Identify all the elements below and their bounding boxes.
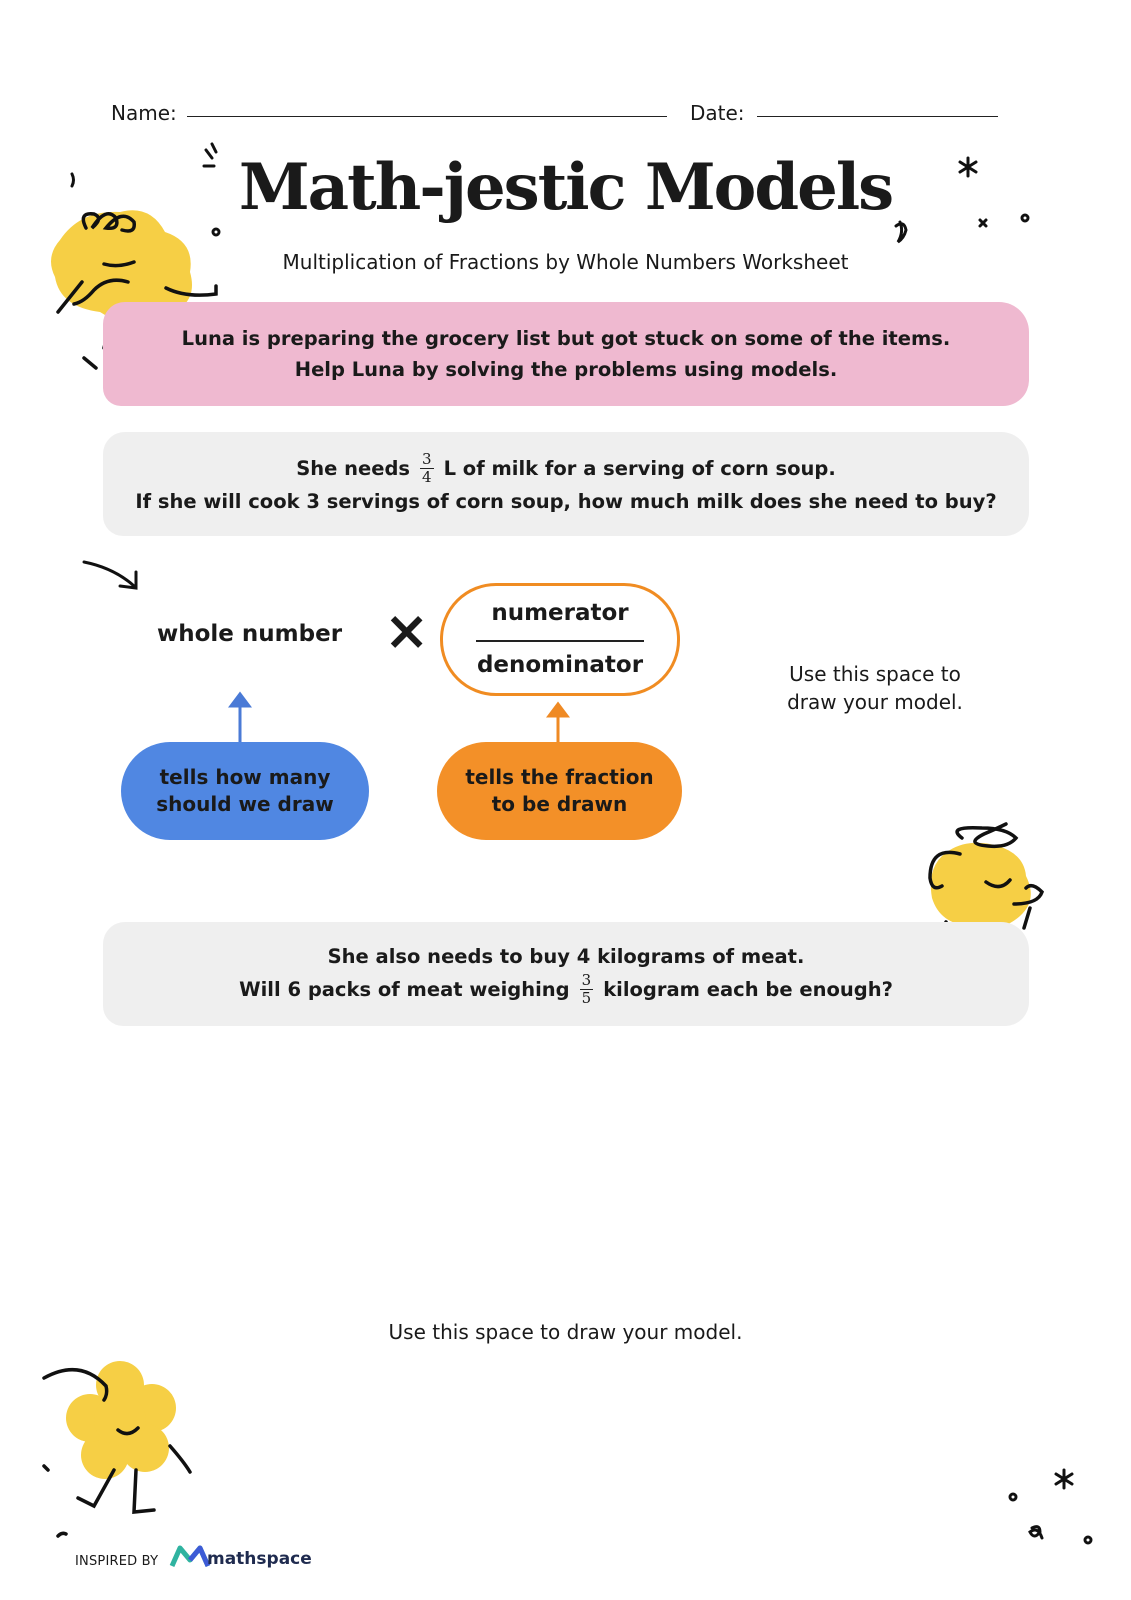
fraction-numerator: 3 — [420, 450, 434, 469]
draw-space-1-label[interactable]: Use this space to draw your model. — [760, 660, 990, 716]
fraction-hint-line-1: tells the fraction — [465, 765, 654, 789]
whole-number-hint-line-2: should we draw — [156, 792, 334, 816]
whole-number-hint: tells how many should we draw — [121, 742, 369, 840]
fraction-hint-line-2: to be drawn — [491, 792, 628, 816]
fraction-hint: tells the fraction to be drawn — [437, 742, 682, 840]
problem-2-box: She also needs to buy 4 kilograms of mea… — [103, 922, 1029, 1026]
intro-line-2: Help Luna by solving the problems using … — [294, 358, 838, 381]
problem-1-line-1: She needs 3 4 L of milk for a serving of… — [296, 451, 836, 486]
problem-1-text-before: She needs — [296, 457, 411, 480]
numerator-label: numerator — [491, 600, 629, 626]
problem-2-line-1: She also needs to buy 4 kilograms of mea… — [327, 945, 805, 968]
problem-2-line-2: Will 6 packs of meat weighing 3 5 kilogr… — [239, 972, 893, 1007]
name-line[interactable] — [187, 116, 667, 117]
name-label: Name: — [111, 101, 177, 125]
blue-up-arrow-icon — [228, 691, 252, 742]
problem-2-text-before: Will 6 packs of meat weighing — [239, 978, 570, 1001]
fraction-denominator: 4 — [422, 468, 432, 486]
problem-1-line-2: If she will cook 3 servings of corn soup… — [135, 490, 997, 513]
problem-1-box: She needs 3 4 L of milk for a serving of… — [103, 432, 1029, 536]
intro-line-1: Luna is preparing the grocery list but g… — [181, 327, 951, 350]
mascot-bottom-left — [42, 1361, 192, 1538]
whole-number-hint-line-1: tells how many — [159, 765, 331, 789]
problem-2-text-after: kilogram each be enough? — [603, 978, 893, 1001]
draw-space-1-line-1: Use this space to — [789, 662, 961, 686]
footer-brand: mathspace — [207, 1549, 312, 1569]
fraction-denominator: 5 — [581, 989, 592, 1007]
sparkle-icon — [70, 142, 1030, 244]
intro-banner: Luna is preparing the grocery list but g… — [103, 302, 1029, 406]
denominator-label: denominator — [476, 652, 644, 678]
problem-1-text-after: L of milk for a serving of corn soup. — [443, 457, 836, 480]
draw-space-1-line-2: draw your model. — [787, 690, 963, 714]
fraction-oval — [440, 583, 680, 696]
fraction-bar — [476, 640, 644, 642]
arrow-doodle-icon — [82, 560, 138, 590]
problem-2-fraction: 3 5 — [579, 971, 594, 1007]
date-line[interactable] — [757, 116, 998, 117]
date-label: Date: — [690, 101, 745, 125]
problem-1-fraction: 3 4 — [420, 451, 434, 486]
mathspace-logo-icon — [169, 1545, 211, 1568]
sparkle-icon-bottom — [1008, 1468, 1093, 1545]
orange-up-arrow-icon — [546, 701, 570, 742]
fraction-numerator: 3 — [579, 971, 594, 990]
page-title: Math-jestic Models — [238, 150, 894, 225]
whole-number-label: whole number — [157, 621, 343, 647]
footer-inspired-by: INSPIRED BY — [75, 1554, 159, 1569]
page-subtitle: Multiplication of Fractions by Whole Num… — [282, 250, 849, 274]
times-icon: × — [384, 599, 430, 662]
draw-space-2-label[interactable]: Use this space to draw your model. — [388, 1320, 743, 1344]
